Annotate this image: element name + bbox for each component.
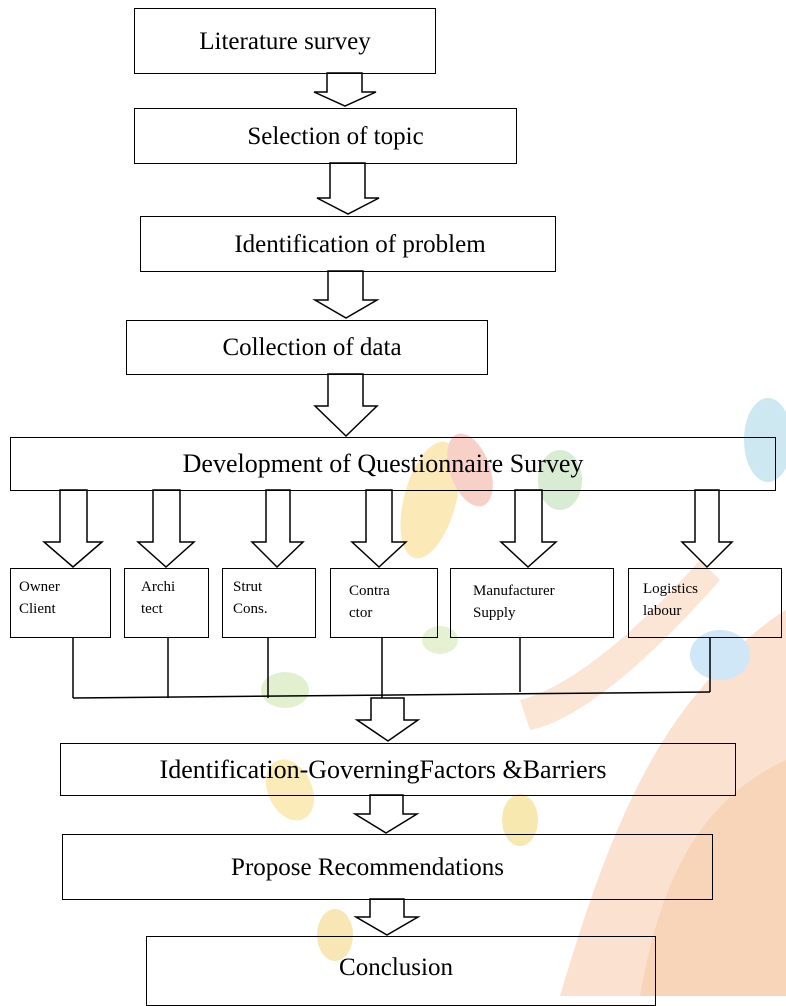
step-selection-of-topic: Selection of topic <box>134 108 517 164</box>
step-label: Literature survey <box>199 27 371 55</box>
step-label: Collection of data <box>222 334 402 361</box>
respondent-owner-client: Owner Client <box>10 568 111 638</box>
respondent-contractor: Contra ctor <box>330 568 438 638</box>
step-identification-of-problem: Identification of problem <box>140 216 556 272</box>
step-label: Propose Recommendations <box>231 853 504 881</box>
arrow-down-icon <box>312 270 380 319</box>
arrow-down-icon <box>41 489 105 568</box>
arrow-down-icon <box>350 489 408 569</box>
step-development-of-questionnaire-survey: Development of Questionnaire Survey <box>10 437 776 491</box>
step-label: Development of Questionnaire Survey <box>182 449 584 478</box>
respondent-label: Archi <box>141 579 176 595</box>
respondent-label: Cons. <box>233 600 268 617</box>
step-label: Selection of topic <box>247 122 424 150</box>
step-label: Identification-GoverningFactors &Barrier… <box>159 754 607 784</box>
arrow-down-icon <box>316 162 380 215</box>
respondent-label: Client <box>19 600 56 617</box>
respondent-label: Logistics <box>643 581 698 597</box>
respondent-label: Strut <box>233 579 263 595</box>
arrow-down-icon <box>313 373 379 438</box>
respondent-label: ctor <box>349 604 373 621</box>
respondent-structural-consultant: Strut Cons. <box>222 568 316 638</box>
respondent-label: Owner <box>19 579 60 595</box>
arrow-down-icon <box>136 489 196 569</box>
arrow-down-icon <box>313 72 377 107</box>
step-label: Identification of problem <box>234 230 486 258</box>
respondent-logistics-labour: Logistics labour <box>628 568 782 638</box>
respondent-architect: Archi tect <box>124 568 209 638</box>
arrow-down-icon <box>353 898 421 936</box>
step-propose-recommendations: Propose Recommendations <box>62 834 713 900</box>
arrow-down-icon <box>250 489 305 569</box>
respondent-label: Contra <box>349 583 390 599</box>
arrow-down-icon <box>354 697 421 742</box>
respondent-label: labour <box>643 602 682 619</box>
respondent-label: tect <box>141 600 163 617</box>
respondent-manufacturer-supply: Manufacturer Supply <box>450 568 614 638</box>
arrow-down-icon <box>499 489 558 569</box>
arrow-down-icon <box>680 489 734 569</box>
step-literature-survey: Literature survey <box>134 8 436 74</box>
step-identification-governing-factors-barriers: Identification-GoverningFactors &Barrier… <box>60 743 736 796</box>
arrow-down-icon <box>352 794 420 834</box>
respondent-label: Manufacturer <box>473 583 555 599</box>
step-collection-of-data: Collection of data <box>126 320 488 375</box>
respondent-label: Supply <box>473 604 516 621</box>
step-label: Conclusion <box>339 954 453 981</box>
